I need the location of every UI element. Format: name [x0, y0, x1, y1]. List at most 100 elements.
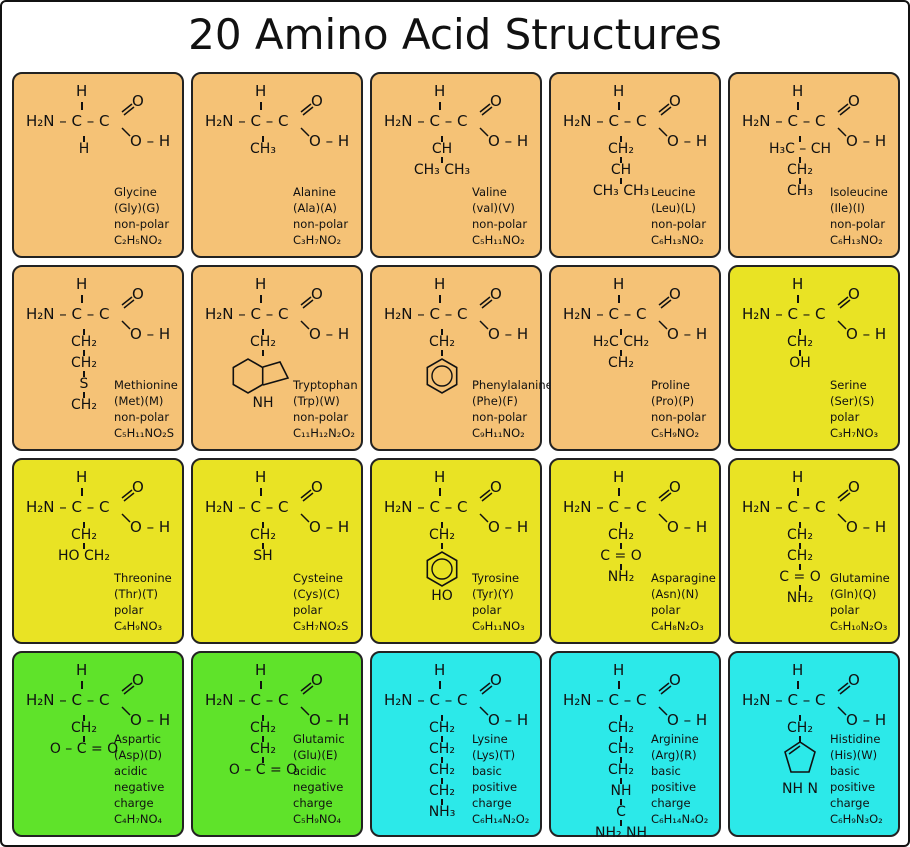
side-chain-group: CH₂: [250, 720, 276, 736]
label-line: (Glu)(E): [293, 748, 338, 762]
amino-acid-name: Threonine: [114, 571, 172, 585]
molecular-formula: C₁₁H₁₂N₂O₂: [293, 426, 355, 440]
alpha-hydrogen: H: [613, 82, 625, 100]
side-chain-group: CH₂: [429, 762, 455, 778]
label-line: charge: [114, 796, 154, 810]
bond-line: [260, 681, 262, 689]
bond-line: [620, 757, 622, 763]
side-chain-group: NH₂: [786, 590, 814, 606]
carbonyl-oxygen: O: [132, 671, 144, 689]
label-line: non-polar: [114, 217, 170, 231]
carboxyl-bonds: [121, 103, 135, 137]
amino-acid-name: Arginine: [651, 732, 699, 746]
hydroxyl-group: O – H: [130, 132, 171, 150]
bond-line: [441, 329, 443, 335]
molecular-formula: C₅H₁₁NO₂S: [114, 426, 175, 440]
side-chain-group: CH₂: [429, 783, 455, 799]
side-chain-group: C = O: [779, 569, 821, 585]
amino-acid-name: Proline: [651, 378, 690, 392]
bond-line: [799, 522, 801, 528]
side-chain-group: CH₂: [71, 334, 97, 350]
bond-line: [441, 522, 443, 528]
side-chain-group: CH₂: [787, 162, 813, 178]
amino-acid-name: Methionine: [114, 378, 178, 392]
molecular-formula: C₄H₇NO₄: [114, 812, 163, 826]
bond-line: [83, 392, 85, 398]
side-chain-group: O – C = O: [49, 741, 119, 757]
benzene-ring-icon: [426, 551, 458, 587]
backbone-amine: H₂N – C – C: [563, 691, 647, 709]
carboxyl-bonds: [121, 489, 135, 523]
bond-line: [618, 295, 620, 303]
bond-line: [620, 799, 622, 805]
carbonyl-oxygen: O: [669, 478, 681, 496]
carbonyl-oxygen: O: [311, 92, 323, 110]
backbone-amine: H₂N – C – C: [563, 112, 647, 130]
hydroxyl-group: O – H: [309, 518, 350, 536]
molecular-formula: C₅H₉NO₂: [651, 426, 700, 440]
carboxyl-bonds: [658, 682, 672, 716]
carboxyl-bonds: [658, 489, 672, 523]
hydroxyl-group: O – H: [488, 132, 529, 150]
label-line: (Ala)(A): [293, 201, 337, 215]
amino-acid-name: Lysine: [472, 732, 508, 746]
carbonyl-oxygen: O: [132, 478, 144, 496]
carboxyl-bonds: [837, 103, 851, 137]
bond-line: [620, 778, 622, 784]
side-chain-group: CH₂: [608, 720, 634, 736]
label-line: non-polar: [830, 217, 886, 231]
label-line: positive: [472, 780, 518, 794]
label-line: negative: [293, 780, 344, 794]
carboxyl-bonds: [837, 489, 851, 523]
side-chain-group: CH₃: [250, 141, 276, 157]
backbone-amine: H₂N – C – C: [742, 498, 826, 516]
label-line: positive: [830, 780, 876, 794]
hydroxyl-group: O – H: [488, 518, 529, 536]
carbonyl-oxygen: O: [490, 285, 502, 303]
carbonyl-oxygen: O: [490, 671, 502, 689]
bond-line: [81, 681, 83, 689]
label-line: (Thr)(T): [114, 587, 159, 601]
amino-acid-name: Glutamic: [293, 732, 345, 746]
carbonyl-oxygen: O: [848, 92, 860, 110]
backbone-amine: H₂N – C – C: [384, 305, 468, 323]
hydroxyl-group: O – H: [667, 518, 708, 536]
molecular-formula: C₉H₁₁NO₂: [472, 426, 525, 440]
label-line: (Lys)(T): [472, 748, 516, 762]
molecular-formula: C₆H₉N₃O₂: [830, 812, 883, 826]
carboxyl-bonds: [300, 489, 314, 523]
backbone-amine: H₂N – C – C: [26, 498, 110, 516]
amino-acid-name: Leucine: [651, 185, 696, 199]
hydroxyl-group: O – H: [667, 711, 708, 729]
label-line: acidic: [114, 764, 148, 778]
molecular-formula: C₃H₇NO₂: [293, 233, 342, 247]
molecular-formula: C₉H₁₁NO₃: [472, 619, 525, 633]
carboxyl-bonds: [121, 682, 135, 716]
carboxyl-bonds: [300, 296, 314, 330]
molecular-formula: C₃H₇NO₂S: [293, 619, 349, 633]
side-chain-group: O – C = O: [228, 762, 298, 778]
label-line: (Arg)(R): [651, 748, 697, 762]
hydroxyl-group: O – H: [130, 518, 171, 536]
label-line: polar: [651, 603, 681, 617]
label-line: (Gln)(Q): [830, 587, 877, 601]
side-chain-group: CH₂: [71, 720, 97, 736]
bond-line: [262, 543, 264, 549]
alpha-hydrogen: H: [792, 661, 804, 679]
carbonyl-oxygen: O: [669, 671, 681, 689]
